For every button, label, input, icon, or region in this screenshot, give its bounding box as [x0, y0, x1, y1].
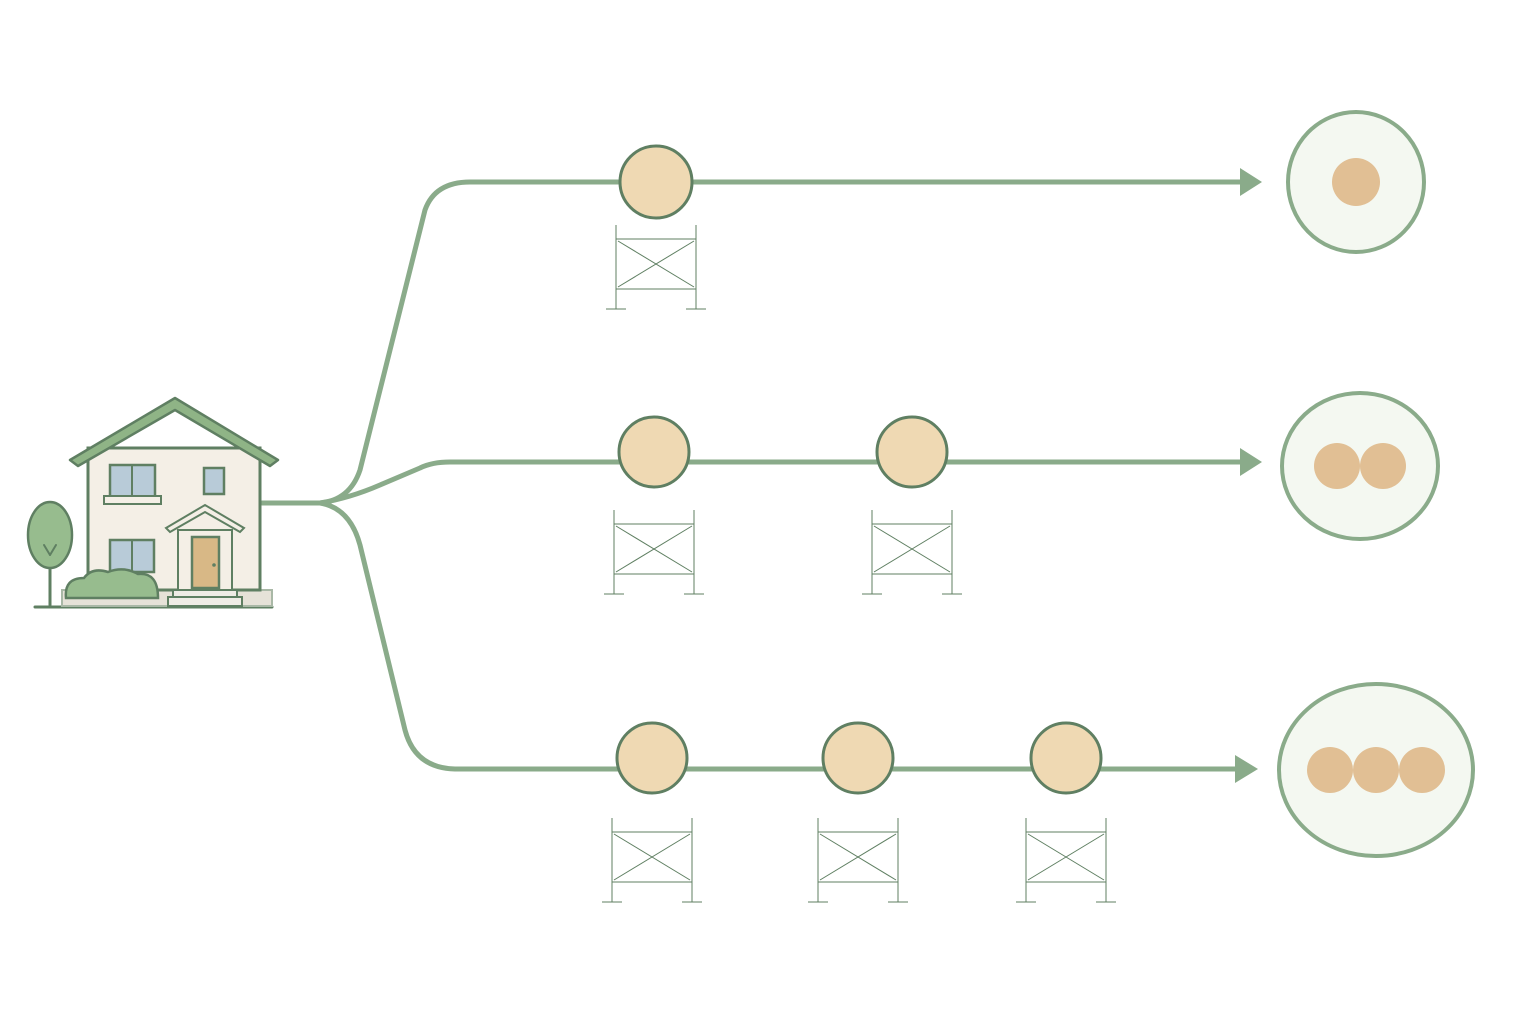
scaffold-icon — [603, 509, 705, 595]
scaffold-icon — [605, 224, 707, 310]
result-dot — [1399, 747, 1445, 793]
scaffold-icon — [1015, 817, 1117, 903]
branch-line-middle — [317, 459, 1243, 506]
coin-icon — [615, 721, 689, 795]
scaffold-icon — [601, 817, 703, 903]
house-icon — [26, 396, 280, 609]
result-group — [1277, 110, 1475, 858]
coin-icon — [1029, 721, 1103, 795]
result-dot — [1353, 747, 1399, 793]
scaffold-icon — [861, 509, 963, 595]
result-dot — [1314, 443, 1360, 489]
result-dot — [1307, 747, 1353, 793]
arrow-head-bottom — [1235, 755, 1258, 783]
flow-lines — [259, 168, 1262, 783]
coin-icon — [617, 415, 691, 489]
branch-line-top — [259, 179, 1243, 506]
scaffold-group — [601, 224, 1117, 903]
arrow-head-top — [1240, 168, 1262, 196]
branch-line-bottom — [317, 500, 1238, 772]
coin-icon — [821, 721, 895, 795]
coin-icon — [875, 415, 949, 489]
result-dot — [1360, 443, 1406, 489]
result-dot — [1332, 158, 1380, 206]
scaffold-icon — [807, 817, 909, 903]
arrow-head-middle — [1240, 448, 1262, 476]
tree-icon — [26, 500, 74, 607]
coin-group — [615, 144, 1103, 795]
coin-icon — [618, 144, 694, 220]
